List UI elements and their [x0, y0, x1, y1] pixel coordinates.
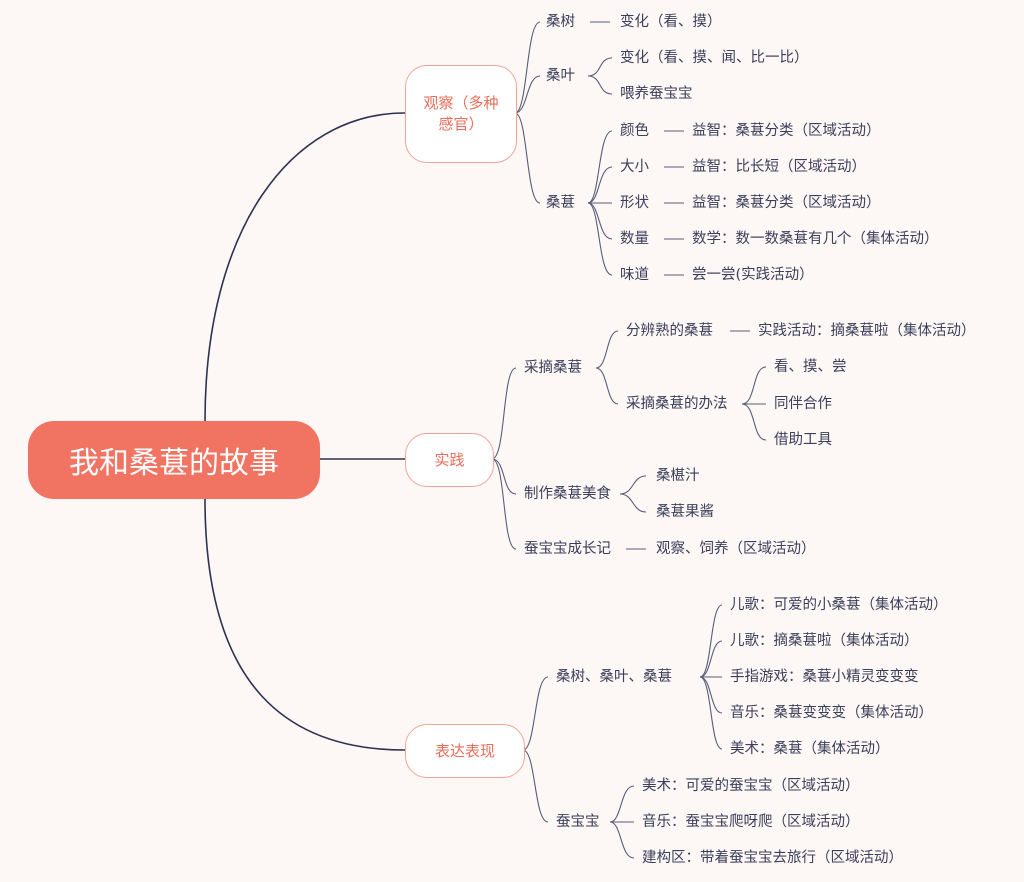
node-build-travel[interactable]: 建构区：带着蚕宝宝去旅行（区域活动） — [642, 850, 903, 866]
node-music-silkworm[interactable]: 音乐：蚕宝宝爬呀爬（区域活动） — [642, 814, 860, 830]
node-music-change[interactable]: 音乐：桑葚变变变（集体活动） — [730, 705, 933, 721]
node-tree-change[interactable]: 变化（看、摸） — [620, 14, 722, 30]
node-mulberry-leaf[interactable]: 桑叶 — [546, 68, 575, 84]
node-make-food[interactable]: 制作桑葚美食 — [524, 486, 611, 502]
node-pick-mulberry[interactable]: 采摘桑葚 — [524, 360, 582, 376]
node-leaf-feed[interactable]: 喂养蚕宝宝 — [620, 86, 693, 102]
branch-observe[interactable]: 观察（多种感官） — [405, 65, 517, 163]
node-color[interactable]: 颜色 — [620, 123, 649, 139]
node-juice[interactable]: 桑椹汁 — [656, 468, 700, 484]
connector-root-express — [204, 498, 406, 751]
branch-express[interactable]: 表达表现 — [405, 724, 525, 778]
node-taste-detail[interactable]: 尝一尝(实践活动） — [692, 267, 814, 283]
node-jam[interactable]: 桑葚果酱 — [656, 504, 714, 520]
node-mulberry-tree[interactable]: 桑树 — [546, 14, 575, 30]
node-mulberry-fruit[interactable]: 桑葚 — [546, 195, 575, 211]
node-silkworm[interactable]: 蚕宝宝 — [556, 814, 600, 830]
branch-practice[interactable]: 实践 — [405, 433, 494, 487]
node-distinguish-detail[interactable]: 实践活动：摘桑葚啦（集体活动） — [758, 323, 976, 339]
branch-practice-title: 实践 — [434, 450, 465, 469]
node-method-look[interactable]: 看、摸、尝 — [774, 359, 847, 375]
connector-root-observe — [204, 112, 406, 422]
node-shape[interactable]: 形状 — [620, 195, 649, 211]
node-art-mulberry[interactable]: 美术：桑葚（集体活动） — [730, 741, 890, 757]
node-silkworm-growth[interactable]: 蚕宝宝成长记 — [524, 541, 611, 557]
node-method-partner[interactable]: 同伴合作 — [774, 396, 832, 412]
node-quantity[interactable]: 数量 — [620, 231, 649, 247]
node-silkworm-detail[interactable]: 观察、饲养（区域活动） — [656, 541, 816, 557]
node-size[interactable]: 大小 — [620, 159, 649, 175]
node-art-silkworm[interactable]: 美术：可爱的蚕宝宝（区域活动） — [642, 778, 860, 794]
node-color-detail[interactable]: 益智：桑葚分类（区域活动） — [692, 123, 881, 139]
node-leaf-change[interactable]: 变化（看、摸、闻、比一比） — [620, 50, 809, 66]
node-song-cute[interactable]: 儿歌：可爱的小桑葚（集体活动） — [730, 597, 948, 613]
node-method-tools[interactable]: 借助工具 — [774, 432, 832, 448]
root-topic[interactable]: 我和桑葚的故事 — [28, 421, 320, 499]
node-shape-detail[interactable]: 益智：桑葚分类（区域活动） — [692, 195, 881, 211]
branch-observe-title: 观察（多种感官） — [423, 94, 499, 133]
node-taste[interactable]: 味道 — [620, 267, 649, 283]
node-size-detail[interactable]: 益智：比长短（区域活动） — [692, 159, 866, 175]
node-pick-method[interactable]: 采摘桑葚的办法 — [626, 396, 728, 412]
node-song-pick[interactable]: 儿歌：摘桑葚啦（集体活动） — [730, 633, 919, 649]
branch-express-title: 表达表现 — [434, 741, 495, 760]
node-distinguish-ripe[interactable]: 分辨熟的桑葚 — [626, 323, 713, 339]
node-quantity-detail[interactable]: 数学：数一数桑葚有几个（集体活动） — [692, 231, 939, 247]
node-finger-game[interactable]: 手指游戏：桑葚小精灵变变变 — [730, 669, 919, 685]
node-tree-leaf-fruit[interactable]: 桑树、桑叶、桑葚 — [556, 669, 672, 685]
